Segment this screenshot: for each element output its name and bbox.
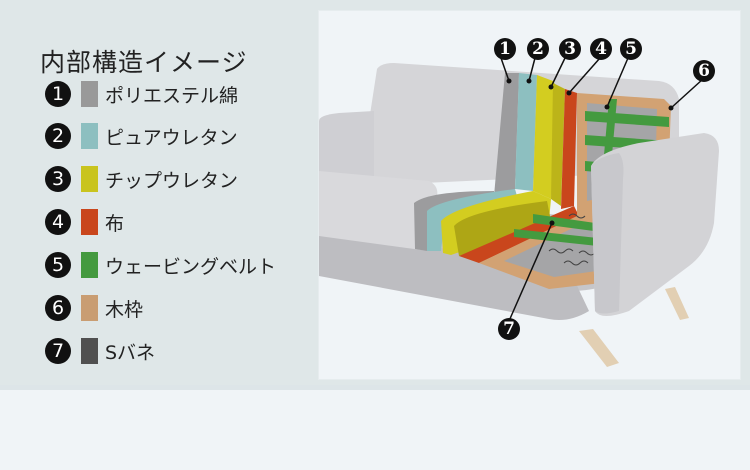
legend-label: 木枠 [105,298,144,321]
legend-item-wood-frame: 6 木枠 [45,294,143,322]
legend-label: 布 [105,212,125,235]
callout-4-icon: 4 [590,38,612,60]
legend-item-webbing-belt: 5 ウェービングベルト [45,251,276,279]
color-swatch [81,166,98,192]
legend-item-s-spring: 7 Sバネ [45,337,155,365]
callout-3-icon: 3 [559,38,581,60]
legend-item-chip-urethane: 3 チップウレタン [45,165,238,193]
legend-item-cloth: 4 布 [45,208,124,236]
number-badge-icon: 4 [45,209,71,235]
callout-1-icon: 1 [494,38,516,60]
color-swatch [81,252,98,278]
color-swatch [81,295,98,321]
legend-item-pure-urethane: 2 ピュアウレタン [45,122,238,150]
legend-label: ポリエステル綿 [105,84,239,107]
number-badge-icon: 7 [45,338,71,364]
callout-2-icon: 2 [527,38,549,60]
page-title: 内部構造イメージ [40,47,248,77]
callout-5-icon: 5 [620,38,642,60]
legend-label: Sバネ [105,341,156,364]
legend-item-polyester: 1 ポリエステル綿 [45,80,238,108]
sofa-cutaway-diagram: 1 2 3 4 5 6 7 [319,11,740,379]
color-swatch [81,209,98,235]
number-badge-icon: 5 [45,252,71,278]
legend-label: ピュアウレタン [105,126,238,149]
sofa-leg [579,329,619,367]
number-badge-icon: 2 [45,123,71,149]
number-badge-icon: 3 [45,166,71,192]
sofa-illustration [319,57,719,367]
number-badge-icon: 1 [45,81,71,107]
color-swatch [81,123,98,149]
color-swatch [81,338,98,364]
legend-label: チップウレタン [105,169,239,192]
color-swatch [81,81,98,107]
legend-label: ウェービングベルト [105,255,277,278]
panel-divider [0,385,750,390]
sofa-leg [665,287,689,320]
callout-7-icon: 7 [498,318,520,340]
number-badge-icon: 6 [45,295,71,321]
callout-6-icon: 6 [693,60,715,82]
callout-leaders [500,57,704,322]
